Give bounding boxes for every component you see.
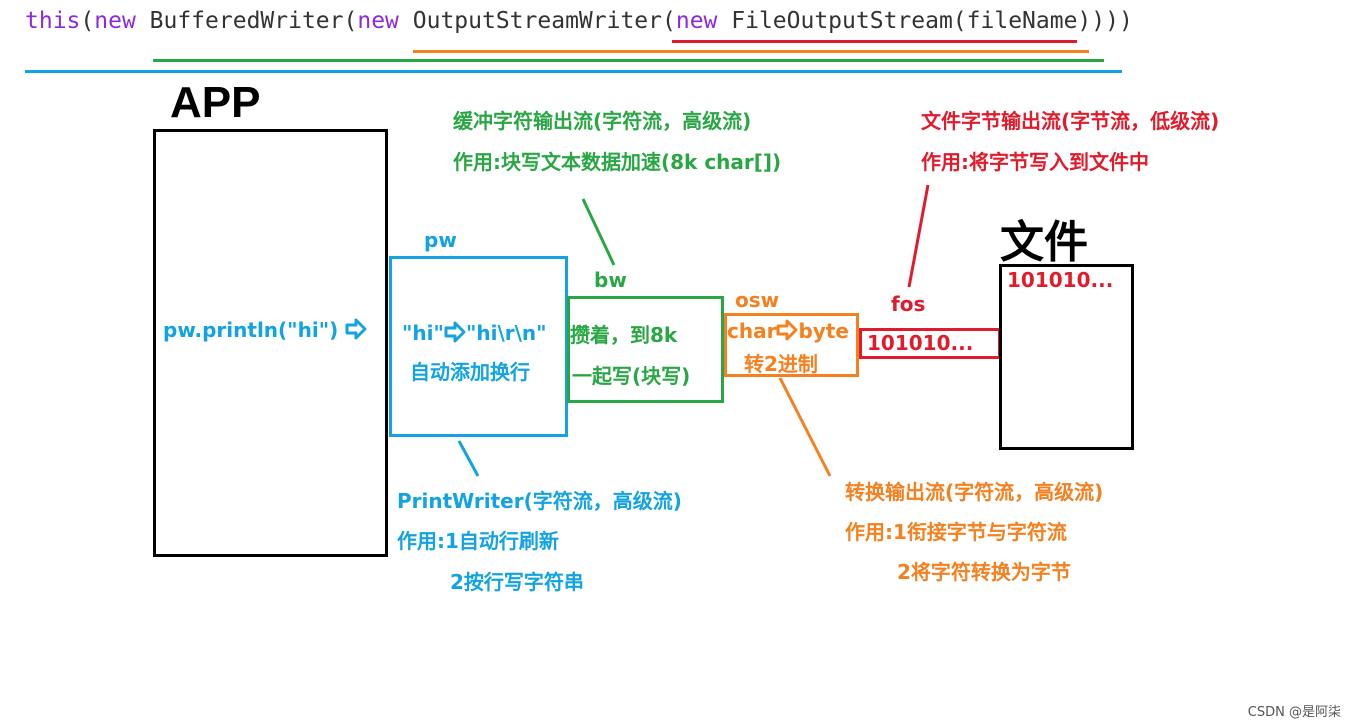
app-box xyxy=(153,129,388,557)
file-box xyxy=(999,264,1134,450)
osw-box xyxy=(724,313,859,377)
fos-label: fos xyxy=(891,292,926,316)
code-text: ( xyxy=(80,8,95,34)
file-title: 文件 xyxy=(1000,217,1088,268)
bw-box xyxy=(567,296,724,403)
arrow-right-icon xyxy=(444,321,466,348)
osw-byte-text: byte xyxy=(798,319,849,343)
arrow-right-icon xyxy=(345,318,367,345)
fos-desc1: 文件字节输出流(字节流，低级流) xyxy=(921,109,1220,133)
code-keyword: this xyxy=(25,8,81,34)
osw-desc1: 转换输出流(字符流，高级流) xyxy=(845,480,1104,504)
osw-label: osw xyxy=(735,288,780,312)
osw-line1: char byte xyxy=(727,319,849,346)
fos-underline xyxy=(672,40,1077,43)
pw-desc1: PrintWriter(字符流，高级流) xyxy=(397,489,682,513)
code-keyword: new xyxy=(675,8,718,34)
pw-underline xyxy=(25,70,1122,73)
app-title: APP xyxy=(170,78,261,127)
code-text: BufferedWriter( xyxy=(135,8,358,34)
osw-underline xyxy=(413,50,1089,53)
file-content: 101010... xyxy=(1007,268,1114,292)
bw-line1: 攒着，到8k xyxy=(570,323,678,347)
osw-connector xyxy=(778,377,832,477)
bw-desc1: 缓冲字符输出流(字符流，高级流) xyxy=(453,109,752,133)
pw-desc3: 2按行写字符串 xyxy=(450,570,584,594)
code-keyword: new xyxy=(357,8,399,34)
app-call-text: pw.println("hi") xyxy=(163,318,367,345)
code-line: this(new BufferedWriter(new OutputStream… xyxy=(25,8,1133,34)
pw-output-text: "hi\r\n" xyxy=(465,321,547,345)
osw-desc3: 2将字符转换为字节 xyxy=(897,560,1071,584)
watermark: CSDN @是阿柒 xyxy=(1247,705,1341,720)
osw-line2: 转2进制 xyxy=(744,352,818,376)
osw-char-text: char xyxy=(727,319,777,343)
osw-desc2: 作用:1衔接字节与字符流 xyxy=(845,520,1067,544)
fos-bytes: 101010... xyxy=(867,331,974,355)
pw-input-text: "hi" xyxy=(402,321,444,345)
pw-box xyxy=(389,256,568,437)
fos-desc2: 作用:将字节写入到文件中 xyxy=(921,150,1149,174)
bw-line2: 一起写(块写) xyxy=(572,364,691,388)
bw-label: bw xyxy=(594,268,627,292)
code-keyword: new xyxy=(94,8,136,34)
pw-line2: 自动添加换行 xyxy=(410,360,530,384)
pw-connector xyxy=(457,440,480,477)
pw-line1: "hi" "hi\r\n" xyxy=(402,321,547,348)
code-text: OutputStreamWriter( xyxy=(398,8,676,34)
bw-connector xyxy=(581,198,616,266)
fos-connector xyxy=(907,184,930,288)
pw-desc2: 作用:1自动行刷新 xyxy=(397,529,559,553)
bw-desc2: 作用:块写文本数据加速(8k char[]) xyxy=(453,150,782,174)
arrow-right-icon xyxy=(776,319,798,346)
app-call-label: pw.println("hi") xyxy=(163,318,339,342)
bw-underline xyxy=(153,59,1104,62)
code-text: FileOutputStream(fileName)))) xyxy=(717,8,1133,34)
pw-label: pw xyxy=(424,228,457,252)
